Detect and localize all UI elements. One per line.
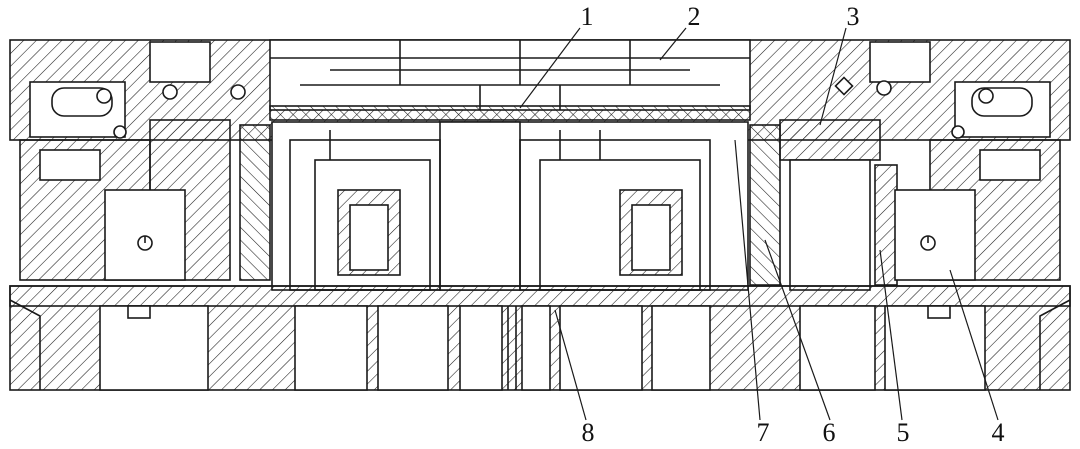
- left-cam-block: [19, 139, 186, 281]
- lower-die-base: [9, 285, 1071, 391]
- plate-part-1: [269, 105, 751, 121]
- callout-label-2: 2: [687, 2, 701, 31]
- callout-label-8: 8: [581, 418, 595, 447]
- callout-label-3: 3: [846, 2, 860, 31]
- callout-label-5: 5: [896, 418, 910, 447]
- right-sleeve-part-6: [749, 119, 881, 291]
- leader-lines: [519, 27, 999, 421]
- callout-label-1: 1: [580, 2, 594, 31]
- callout-label-6: 6: [822, 418, 836, 447]
- right-cam-block-part-4: [894, 139, 1061, 281]
- wedge-part-5: [874, 164, 898, 286]
- callout-label-4: 4: [991, 418, 1005, 447]
- central-cavity: [271, 121, 749, 291]
- callout-label-7: 7: [756, 418, 770, 447]
